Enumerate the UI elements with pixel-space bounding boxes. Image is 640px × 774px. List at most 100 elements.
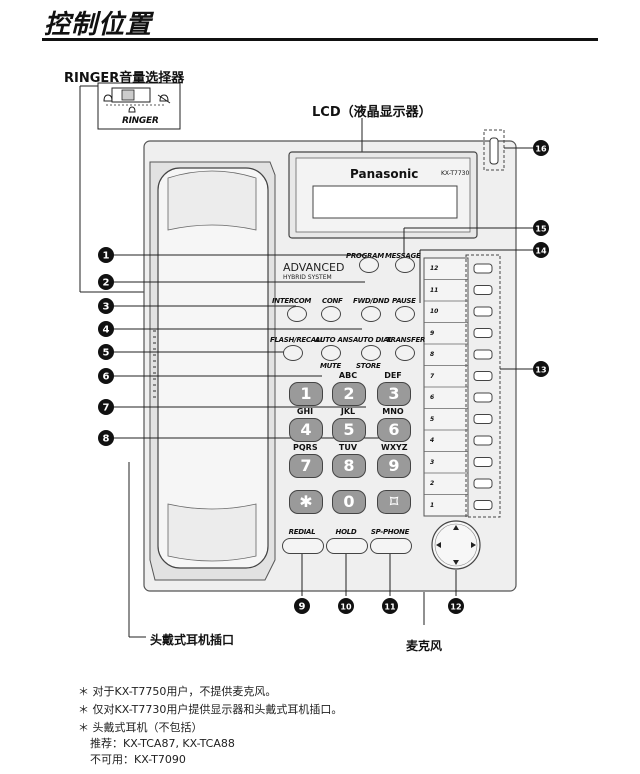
ringer-label: RINGER音量选择器 (64, 71, 185, 86)
ringer-switch-illustration (79, 82, 331, 304)
callout-number: 2 (103, 278, 110, 289)
callout-marker (338, 598, 354, 614)
hybrid-system-label: HYBRID SYSTEM (283, 274, 332, 281)
flash-recall-button[interactable] (283, 345, 303, 361)
program-label: PROGRAM (346, 252, 384, 260)
callout-number: 12 (450, 603, 461, 612)
dial-key-9[interactable]: 9 (377, 454, 411, 478)
dial-key-3[interactable]: 3 (377, 382, 411, 406)
dial-key-2[interactable]: 2 (332, 382, 366, 406)
note-3: ＊ 头戴式耳机（不包括） (78, 721, 203, 734)
key-letters: GHI (296, 407, 314, 416)
key-letters: DEF (384, 371, 402, 380)
auto-ans-label: AUTO ANS (315, 336, 353, 344)
message-button[interactable] (395, 257, 415, 273)
lcd-panel (288, 118, 478, 239)
intercom-button[interactable] (287, 306, 307, 322)
dss-button[interactable] (473, 349, 493, 360)
dial-key-12[interactable]: ⌑ (377, 490, 411, 514)
conf-button[interactable] (321, 306, 341, 322)
callout-marker (533, 361, 549, 377)
callout-number: 16 (535, 145, 547, 154)
dss-button[interactable] (473, 435, 493, 446)
callout-marker (98, 247, 114, 263)
flash-recall-label: FLASH/RECALL (270, 336, 325, 344)
callout-marker (98, 430, 114, 446)
dss-label: 2 (430, 480, 435, 487)
dial-key-8[interactable]: 8 (332, 454, 366, 478)
pause-label: PAUSE (392, 297, 416, 305)
dial-key-5[interactable]: 5 (332, 418, 366, 442)
transfer-label: TRANSFER (386, 336, 426, 344)
dss-button[interactable] (473, 263, 493, 274)
auto-dial-label: AUTO DIAL (353, 336, 393, 344)
callout-marker (98, 344, 114, 360)
key-letters: TUV (338, 443, 358, 452)
callout-marker (382, 598, 398, 614)
callout-number: 3 (103, 302, 110, 313)
model-label: KX-T7730 (441, 170, 470, 177)
fwd-dnd-label: FWD/DND (353, 297, 390, 305)
dss-button[interactable] (473, 457, 493, 467)
dss-button[interactable] (473, 285, 493, 295)
transfer-button[interactable] (395, 345, 415, 361)
bell-low-icon (128, 106, 136, 113)
callout-marker (98, 399, 114, 415)
dial-key-6[interactable]: 6 (377, 418, 411, 442)
callout-marker (533, 140, 549, 156)
conf-label: CONF (322, 297, 343, 305)
sp-phone-label: SP-PHONE (370, 528, 410, 536)
key-letters: ABC (338, 371, 358, 380)
callout-number: 9 (299, 602, 306, 613)
lcd-label: LCD（液晶显示器） (312, 105, 432, 120)
dss-button[interactable] (473, 328, 493, 338)
brand-label: Panasonic (350, 167, 419, 181)
key-letters: WXYZ (381, 443, 408, 452)
mute-label: MUTE (320, 362, 342, 370)
redial-label: REDIAL (288, 528, 316, 536)
hold-button[interactable] (326, 538, 368, 554)
dss-button[interactable] (473, 478, 493, 489)
advanced-label: ADVANCED (283, 261, 345, 274)
page-title: 控制位置 (44, 10, 153, 40)
lcd-screen (312, 185, 458, 219)
dss-label: 10 (430, 308, 439, 315)
callout-number: 10 (340, 603, 352, 612)
note-2: ＊ 仅对KX-T7730用户提供显示器和头戴式耳机插口。 (78, 703, 343, 716)
dss-button[interactable] (473, 500, 493, 510)
callout-number: 5 (103, 348, 110, 359)
dss-button[interactable] (473, 371, 493, 381)
callout-marker (533, 242, 549, 258)
auto-ans-button[interactable] (321, 345, 341, 361)
dss-label: 9 (430, 329, 435, 337)
dss-label: 11 (430, 286, 439, 294)
dss-label: 3 (430, 458, 435, 466)
dial-key-11[interactable]: 0 (332, 490, 366, 514)
callout-number: 11 (384, 603, 396, 612)
fwd-dnd-button[interactable] (361, 306, 381, 322)
bell-icon (103, 94, 113, 102)
redial-button[interactable] (282, 538, 324, 554)
ringer-switch-label: RINGER (122, 116, 159, 126)
dial-key-4[interactable]: 4 (289, 418, 323, 442)
dial-key-1[interactable]: 1 (289, 382, 323, 406)
callout-number: 13 (535, 366, 546, 375)
dial-key-10[interactable]: ✱ (289, 490, 323, 514)
callout-number: 1 (103, 251, 110, 262)
dss-button[interactable] (473, 414, 493, 424)
microphone-label: 麦克风 (406, 639, 443, 653)
handset (157, 167, 269, 569)
dss-button[interactable] (473, 392, 493, 403)
navigator-pad (431, 520, 481, 570)
callout-marker (98, 274, 114, 290)
bell-off-icon (159, 94, 169, 102)
key-letters: PQRS (293, 443, 318, 452)
dss-label: 12 (430, 265, 439, 272)
sp-phone-button[interactable] (370, 538, 412, 554)
dial-key-7[interactable]: 7 (289, 454, 323, 478)
dss-button[interactable] (473, 306, 493, 317)
program-button[interactable] (359, 257, 379, 273)
auto-dial-button[interactable] (361, 345, 381, 361)
pause-button[interactable] (395, 306, 415, 322)
